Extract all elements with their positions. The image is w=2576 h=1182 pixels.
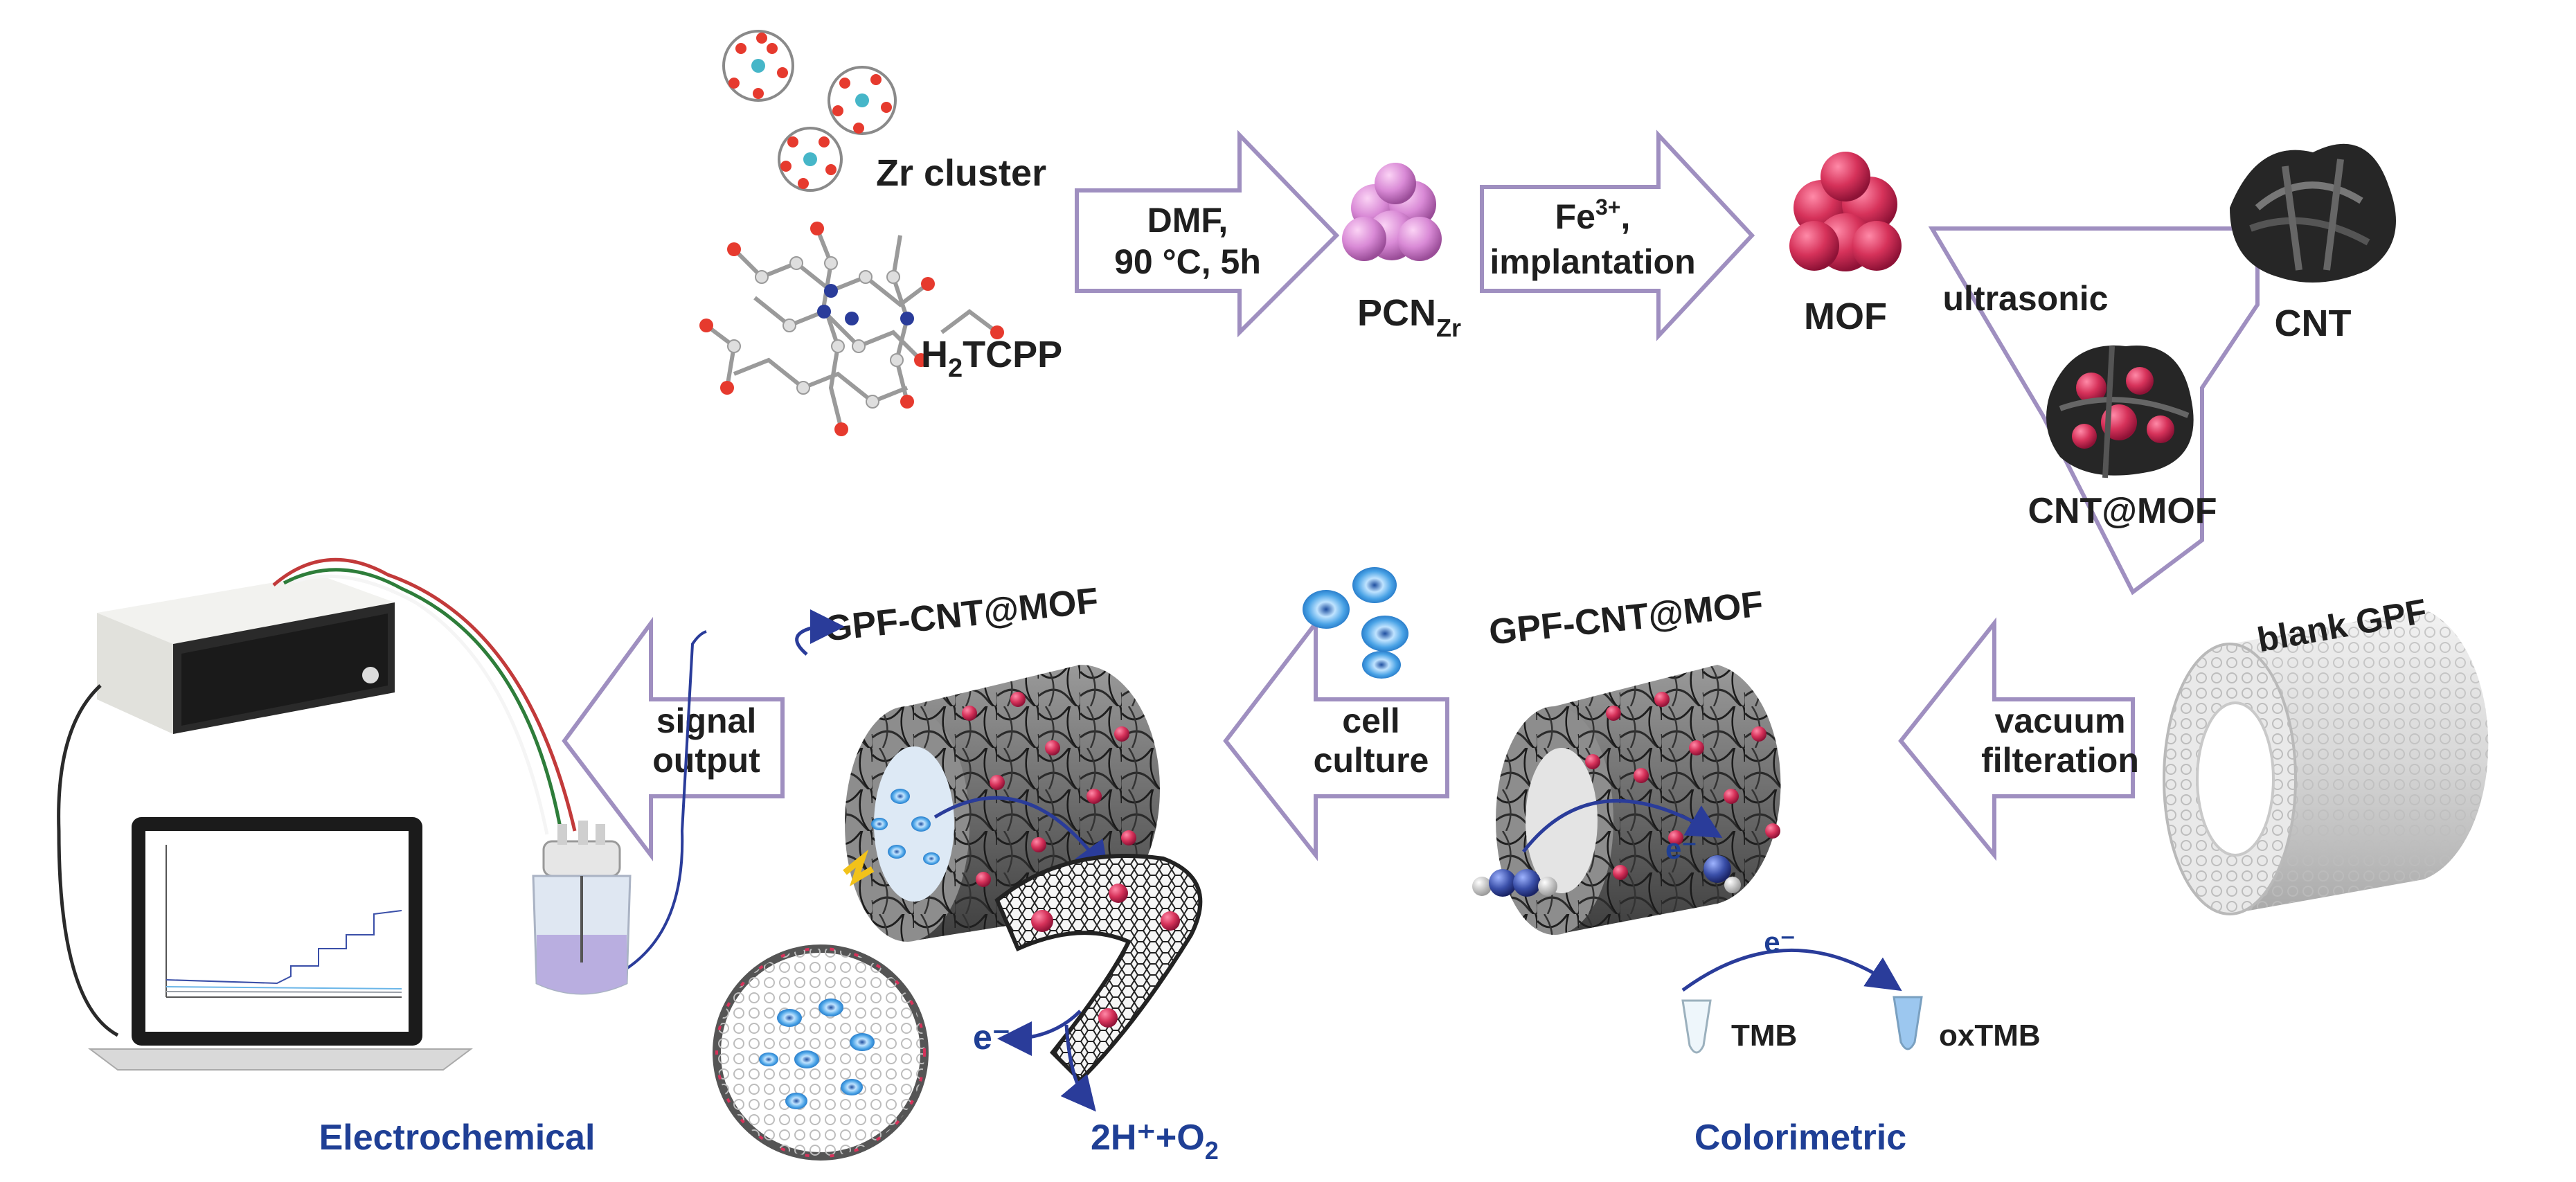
vacuum-filtration-arrow: vacuum filteration (1898, 617, 2139, 861)
gpf-cnt-mof-cylinder-right (1496, 665, 1781, 935)
cnt-mof-label: CNT@MOF (2028, 491, 2217, 531)
synthesis-condition-line1: DMF, (1147, 201, 1228, 240)
release-arrow (933, 796, 1109, 877)
porphyrin-atoms (699, 222, 1004, 436)
oh-molecule-right (1703, 855, 1741, 893)
synthesis-arrow: DMF, 90 °C, 5h (1075, 129, 1340, 338)
blank-gpf-cylinder (2163, 609, 2489, 915)
potentiostat-device-icon (97, 575, 395, 734)
cables (57, 557, 577, 1037)
cell-line1: cell (1342, 701, 1399, 740)
implantation-arrow: Fe3+, implantation (1480, 129, 1755, 341)
gpf-cnt-mof-label-right: GPF-CNT@MOF (1487, 584, 1765, 652)
electron-label-right: e⁻ (1665, 832, 1697, 865)
electrode-wire (618, 630, 707, 974)
electron-transfer-arrow (997, 1010, 1082, 1056)
h2o2-molecule-left (1472, 869, 1557, 897)
zr-cluster-molecule-icon (722, 30, 897, 192)
zr-cluster-label: Zr cluster (876, 152, 1046, 194)
cell-line2: culture (1314, 741, 1429, 780)
h2tcpp-label: H2TCPP (921, 334, 1062, 383)
cnt-tube-icon (994, 854, 1203, 1084)
products-label: 2H⁺+O2 (1091, 1118, 1219, 1165)
cell-cluster-icon (1303, 567, 1408, 679)
tmb-tube-icon (1681, 999, 1712, 1054)
electron-label-electrochem: e⁻ (973, 1018, 1010, 1057)
vacuum-line1: vacuum (1995, 701, 2126, 740)
colorimetric-label: Colorimetric (1694, 1118, 1906, 1158)
porphyrin-linker-molecule-icon (705, 227, 999, 430)
cnt-cage-icon (2230, 143, 2396, 283)
tmb-label: TMB (1731, 1019, 1797, 1053)
laptop-icon (88, 817, 473, 1071)
gpf-cnt-mof-label-left: GPF-CNT@MOF (823, 580, 1100, 649)
cnt-label: CNT (2275, 303, 2352, 344)
reaction-arrow-right (1522, 799, 1723, 853)
vacuum-line2: filteration (1981, 741, 2139, 780)
tube-cross-section-icon (713, 944, 929, 1161)
pcn-sphere-cluster-icon (1342, 163, 1442, 261)
implantation-line2: implantation (1490, 242, 1695, 281)
mof-sphere-cluster-icon (1789, 152, 1902, 271)
ultrasonic-label: ultrasonic (1943, 279, 2109, 318)
oxtmb-tube-icon (1893, 996, 1923, 1050)
cell-culture-arrow: cell culture (1223, 617, 1449, 861)
electrochemical-cell-icon (532, 821, 632, 995)
cnt-mof-cage-icon (2046, 345, 2194, 478)
signal-output-arrow: signal output (562, 616, 785, 861)
current-time-plot (166, 845, 402, 998)
synthesis-condition-line2: 90 °C, 5h (1114, 242, 1261, 281)
signal-link-arrow (795, 609, 845, 656)
pcn-label: PCNZr (1357, 292, 1461, 342)
electron-label-tmb: e⁻ (1764, 926, 1796, 958)
product-arrow (1060, 1024, 1096, 1112)
signal-line2: output (652, 741, 760, 780)
signal-line1: signal (656, 701, 756, 740)
implantation-line1: Fe3+, (1555, 195, 1631, 236)
mof-label: MOF (1804, 296, 1887, 337)
tmb-oxidation-arrow (1681, 948, 1902, 992)
electrochemical-label: Electrochemical (319, 1118, 596, 1158)
oxtmb-label: oxTMB (1939, 1019, 2041, 1053)
lightning-icon (843, 849, 875, 887)
